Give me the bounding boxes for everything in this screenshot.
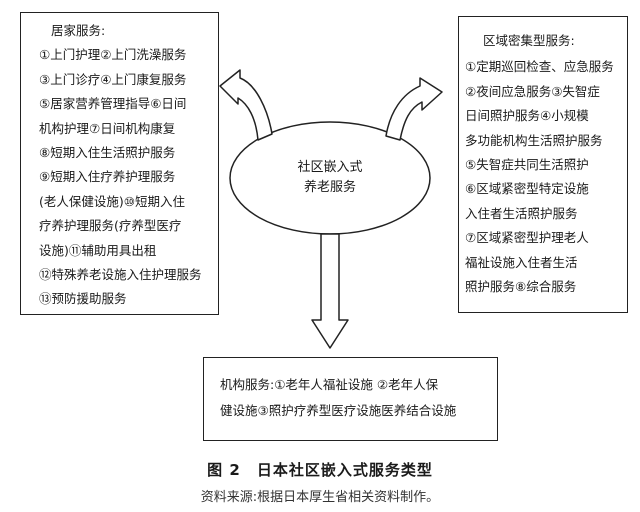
regional-services-line: 多功能机构生活照护服务 [465, 132, 603, 148]
regional-services-line: 日间照护服务④小规模 [465, 108, 589, 124]
home-services-line: 设施)⑪辅助用具出租 [39, 242, 157, 258]
home-services-line: ⑬预防援助服务 [39, 291, 127, 307]
arrow-to-home-services [219, 69, 273, 141]
home-services-line: (老人保健设施)⑩短期入住 [39, 193, 185, 209]
figure-caption: 图 2 日本社区嵌入式服务类型 [207, 461, 433, 479]
home-services-line: ③上门诊疗④上门康复服务 [39, 71, 187, 87]
institution-services-line: 健设施③照护疗养型医疗设施医养结合设施 [220, 403, 457, 418]
arrow-to-institution-services [311, 233, 349, 349]
regional-services-line: 照护服务⑧综合服务 [465, 279, 577, 295]
regional-services-title: 区域密集型服务: [483, 33, 575, 48]
home-services-title: 居家服务: [51, 23, 106, 38]
center-label-line-2: 养老服务 [303, 180, 356, 195]
regional-services-line: ②夜间应急服务③失智症 [465, 83, 600, 99]
home-services-line: 机构护理⑦日间机构康复 [39, 120, 176, 136]
regional-services-box: 区域密集型服务: ①定期巡回检查、应急服务 ②夜间应急服务③失智症 日间照护服务… [458, 16, 628, 313]
home-services-line: 疗养护理服务(疗养型医疗 [39, 218, 182, 234]
regional-services-line: ①定期巡回检查、应急服务 [465, 59, 614, 75]
home-services-box: 居家服务: ①上门护理②上门洗澡服务 ③上门诊疗④上门康复服务 ⑤居家营养管理指… [20, 12, 219, 315]
institution-services-box: 机构服务:①老年人福祉设施 ②老年人保 健设施③照护疗养型医疗设施医养结合设施 [203, 357, 498, 441]
regional-services-line: ⑥区域紧密型特定设施 [465, 181, 589, 197]
institution-services-line: 机构服务:①老年人福祉设施 ②老年人保 [220, 377, 439, 392]
home-services-line: ①上门护理②上门洗澡服务 [39, 47, 187, 63]
home-services-line: ⑫特殊养老设施入住护理服务 [39, 267, 202, 283]
regional-services-line: 入住者生活照护服务 [465, 205, 578, 221]
center-label-line-1: 社区嵌入式 [297, 160, 363, 175]
home-services-line: ⑨短期入住疗养护理服务 [39, 169, 176, 185]
home-services-line: ⑤居家营养管理指导⑥日间 [39, 96, 187, 112]
regional-services-line: ⑦区域紧密型护理老人 [465, 230, 589, 246]
home-services-line: ⑧短期入住生活照护服务 [39, 145, 176, 161]
center-label: 社区嵌入式 养老服务 [290, 158, 370, 198]
figure-source: 资料来源:根据日本厚生省相关资料制作。 [200, 490, 440, 505]
regional-services-line: 福祉设施入住者生活 [465, 254, 578, 270]
arrow-to-regional-services [385, 77, 443, 141]
regional-services-line: ⑤失智症共同生活照护 [465, 157, 589, 173]
